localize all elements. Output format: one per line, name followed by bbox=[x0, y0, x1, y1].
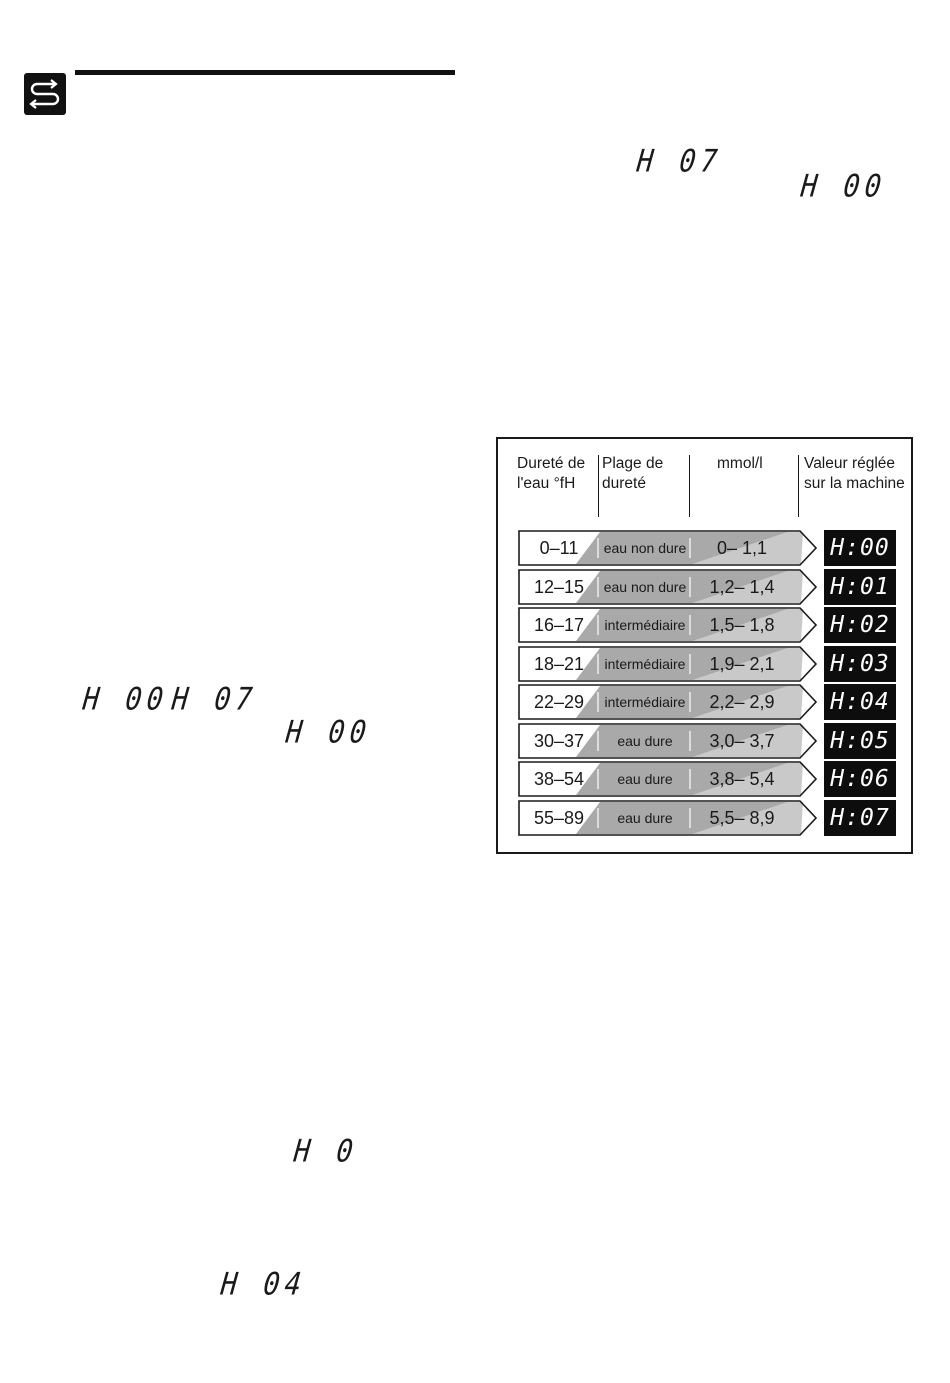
machine-setting-display: H:03 bbox=[824, 645, 896, 682]
row-arrow-shape bbox=[518, 530, 818, 566]
hardness-band: eau dure bbox=[617, 809, 673, 826]
display-code-h00-left-2: H 00 bbox=[284, 714, 373, 751]
header-hardness: Dureté de l'eau °fH bbox=[517, 455, 586, 492]
display-code-h07-left: H 07 bbox=[170, 681, 259, 718]
machine-setting-display: H:05 bbox=[824, 722, 896, 759]
hardness-range: 0–11 bbox=[539, 538, 579, 558]
machine-setting-display: H:00 bbox=[824, 530, 896, 566]
row-arrow-shape bbox=[518, 607, 818, 643]
display-code-h07-top: H 07 bbox=[635, 143, 724, 180]
row-arrow-shape bbox=[518, 684, 818, 720]
header-mmol: mmol/l bbox=[717, 455, 763, 472]
machine-setting-display: H:02 bbox=[824, 607, 896, 643]
hardness-band: eau non dure bbox=[603, 540, 687, 556]
header-divider bbox=[598, 455, 599, 517]
display-code-h00-top: H 00 bbox=[799, 168, 888, 205]
machine-setting-display: H:06 bbox=[824, 761, 896, 797]
header-band: Plage de dureté bbox=[602, 455, 664, 492]
row-arrow-shape bbox=[518, 568, 818, 605]
section-rule bbox=[75, 70, 455, 75]
hardness-band: intermédiaire bbox=[604, 694, 686, 710]
hardness-band: intermédiaire bbox=[604, 655, 686, 672]
table-row: 55–89 eau dure 5,5– 8,9 H:07 bbox=[518, 799, 915, 836]
header-divider bbox=[689, 455, 690, 517]
water-hardness-table: Dureté de l'eau °fH Plage de dureté mmol… bbox=[496, 437, 913, 854]
hardness-range: 22–29 bbox=[533, 692, 585, 712]
mmol-range: 0– 1,1 bbox=[716, 538, 768, 558]
hardness-range: 18–21 bbox=[533, 653, 585, 674]
display-code-h0: H 0 bbox=[292, 1133, 360, 1170]
header-setting: Valeur réglée sur la machine bbox=[804, 455, 905, 492]
mmol-range: 2,2– 2,9 bbox=[709, 692, 775, 712]
mmol-range: 3,8– 5,4 bbox=[709, 769, 775, 789]
mmol-range: 1,5– 1,8 bbox=[709, 615, 775, 635]
hardness-range: 55–89 bbox=[533, 807, 585, 828]
table-row: 12–15 eau non dure 1,2– 1,4 H:01 bbox=[518, 568, 915, 605]
hardness-range: 38–54 bbox=[533, 769, 585, 789]
machine-setting-display: H:07 bbox=[824, 799, 896, 836]
hardness-range: 12–15 bbox=[533, 576, 585, 597]
table-row: 0–11 eau non dure 0– 1,1 H:00 bbox=[518, 530, 915, 566]
mmol-range: 3,0– 3,7 bbox=[709, 730, 775, 751]
table-row: 16–17 intermédiaire 1,5– 1,8 H:02 bbox=[518, 607, 915, 643]
display-code-h04: H 04 bbox=[219, 1266, 308, 1303]
mmol-range: 1,2– 1,4 bbox=[709, 576, 775, 597]
s-swap-arrows-icon bbox=[24, 73, 66, 115]
mmol-range: 5,5– 8,9 bbox=[709, 807, 775, 828]
row-arrow-shape bbox=[518, 645, 818, 682]
hardness-band: intermédiaire bbox=[604, 617, 686, 633]
hardness-range: 16–17 bbox=[533, 615, 585, 635]
hardness-band: eau non dure bbox=[603, 578, 687, 595]
machine-setting-display: H:04 bbox=[824, 684, 896, 720]
hardness-band: eau dure bbox=[617, 732, 673, 749]
row-arrow-shape bbox=[518, 761, 818, 797]
table-row: 22–29 intermédiaire 2,2– 2,9 H:04 bbox=[518, 684, 915, 720]
mmol-range: 1,9– 2,1 bbox=[709, 653, 775, 674]
display-code-h00-left: H 00 bbox=[81, 681, 170, 718]
table-row: 38–54 eau dure 3,8– 5,4 H:06 bbox=[518, 761, 915, 797]
row-arrow-shape bbox=[518, 799, 818, 836]
row-arrow-shape bbox=[518, 722, 818, 759]
hardness-range: 30–37 bbox=[533, 730, 585, 751]
hardness-band: eau dure bbox=[617, 771, 673, 787]
header-divider bbox=[798, 455, 799, 517]
table-row: 30–37 eau dure 3,0– 3,7 H:05 bbox=[518, 722, 915, 759]
table-row: 18–21 intermédiaire 1,9– 2,1 H:03 bbox=[518, 645, 915, 682]
machine-setting-display: H:01 bbox=[824, 568, 896, 605]
